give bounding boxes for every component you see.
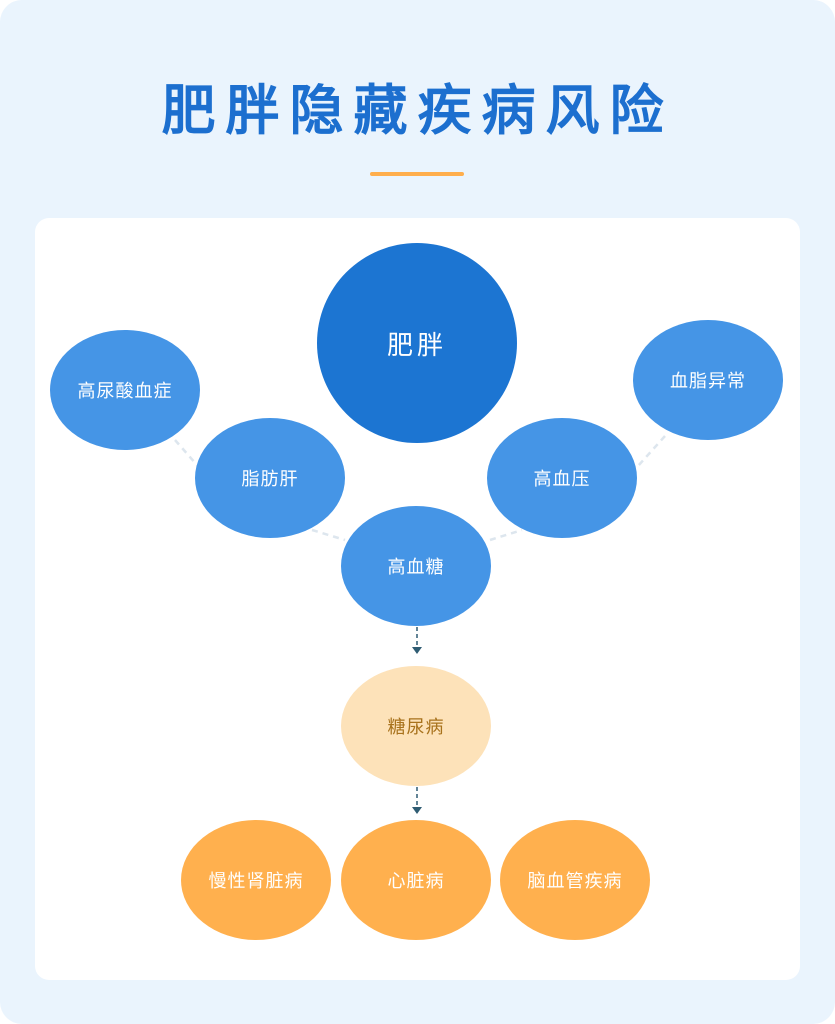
node-diabetes: 糖尿病 [341, 666, 491, 786]
node-heart-disease: 心脏病 [341, 820, 491, 940]
arrowhead-icon [412, 807, 422, 814]
node-obesity: 肥胖 [317, 243, 517, 443]
node-hyperuricemia: 高尿酸血症 [50, 330, 200, 450]
title-divider [370, 172, 464, 176]
node-hyperglycemia: 高血糖 [341, 506, 491, 626]
page-title: 肥胖隐藏疾病风险 [161, 79, 674, 142]
node-ckd: 慢性肾脏病 [181, 820, 331, 940]
connector-fatty-liver-hyperglycemia [311, 528, 346, 542]
node-hypertension: 高血压 [487, 418, 637, 538]
arrowhead-icon [412, 647, 422, 654]
node-cerebrovascular: 脑血管疾病 [500, 820, 650, 940]
connector-hypertension-hyperglycemia [489, 528, 523, 542]
node-dyslipidemia: 血脂异常 [633, 320, 783, 440]
connector-hyperuricemia-fatty-liver [174, 439, 198, 466]
node-fatty-liver: 脂肪肝 [195, 418, 345, 538]
connector-dyslipidemia-hypertension [637, 435, 666, 467]
